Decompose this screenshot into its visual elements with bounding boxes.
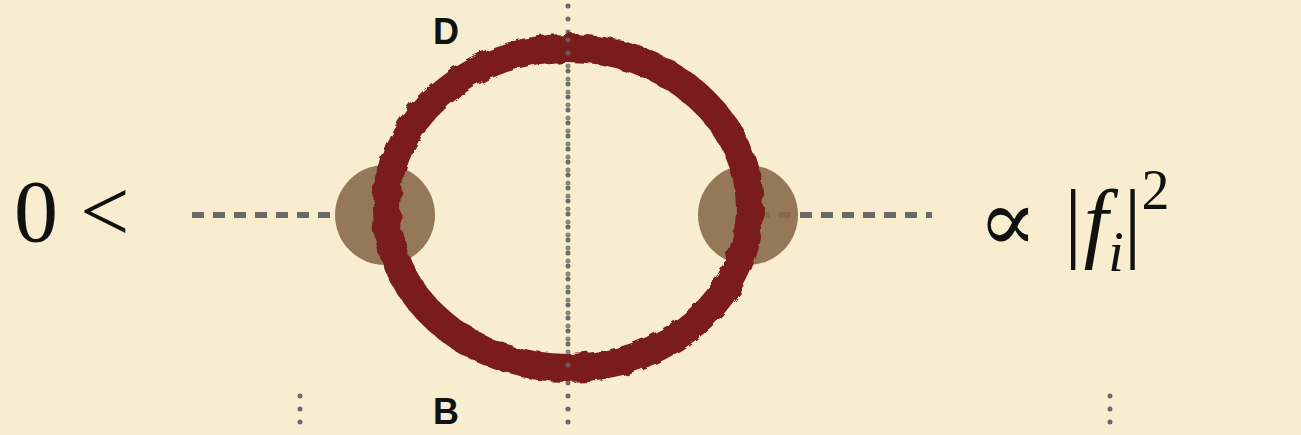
math-text: | [1124, 173, 1142, 270]
dotted-line [298, 396, 303, 432]
cut-label: B [433, 394, 459, 430]
superscript: 2 [1141, 159, 1169, 221]
inequality-text: 0 < [14, 168, 130, 256]
cut-line [566, 40, 571, 378]
subscript: i [1108, 221, 1124, 283]
math-text: ∝ |f [978, 173, 1108, 270]
dashed-line [192, 212, 338, 218]
cut-label: D [433, 14, 459, 50]
proportional-expression: ∝ |fi|2 [978, 162, 1169, 280]
dotted-line [1108, 396, 1113, 432]
